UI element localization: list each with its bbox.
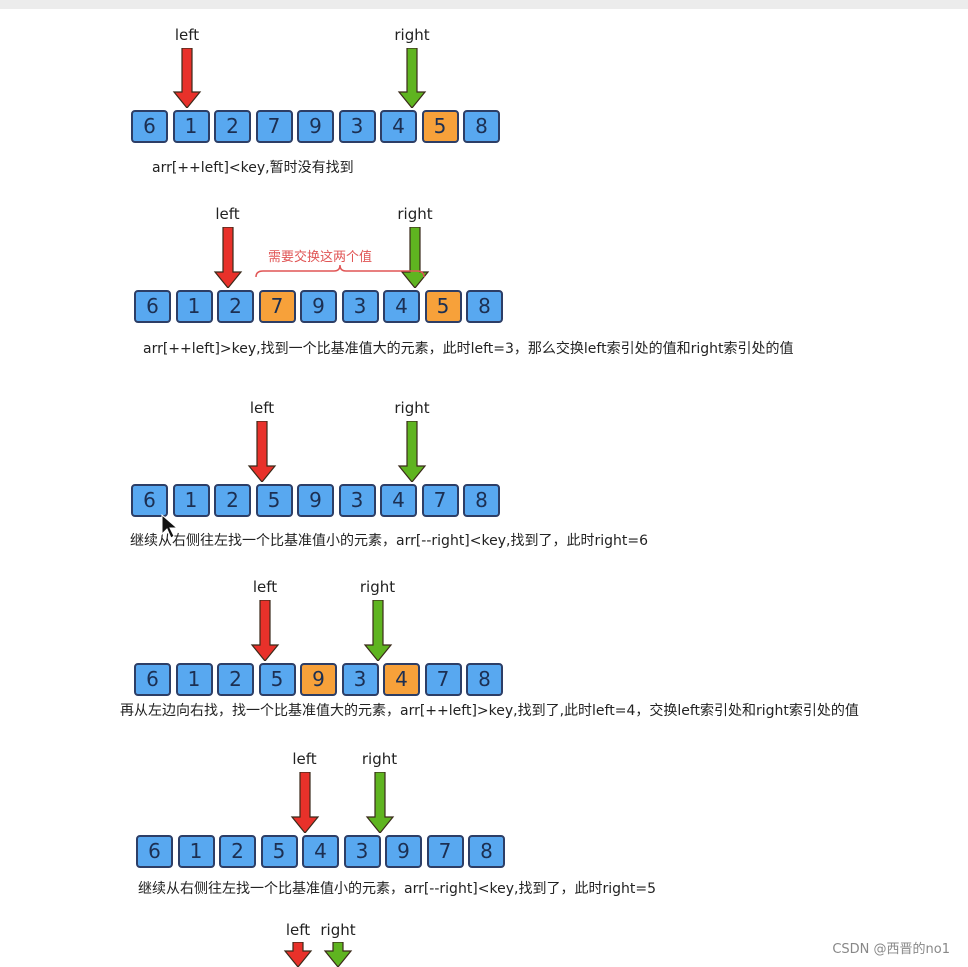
left-pointer-label: left — [215, 205, 240, 223]
swap-note: 需要交换这两个值 — [268, 250, 373, 265]
right-pointer-label: right — [394, 26, 430, 44]
array-cell: 3 — [341, 290, 379, 323]
array-cell: 3 — [341, 663, 379, 696]
right-pointer-arrow — [323, 942, 353, 967]
array-cell: 9 — [297, 484, 334, 517]
right-pointer-label: right — [359, 578, 396, 596]
array-cell: 4 — [302, 835, 339, 868]
array-cell: 3 — [338, 484, 376, 517]
top-bar — [0, 0, 968, 9]
array-cell: 7 — [255, 110, 293, 143]
right-pointer-arrow — [397, 48, 427, 108]
array-cell: 9 — [300, 663, 337, 696]
csdn-watermark: CSDN @西晋的no1 — [832, 942, 950, 957]
array-cell: 9 — [385, 835, 422, 868]
left-pointer-label: left — [292, 750, 317, 768]
right-pointer-arrow — [397, 421, 427, 482]
array-cell: 7 — [421, 484, 459, 517]
step-caption: 继续从右侧往左找一个比基准值小的元素，arr[--right]<key,找到了，… — [138, 881, 656, 897]
array-cell: 2 — [217, 290, 254, 323]
array-cell: 2 — [219, 835, 256, 868]
left-pointer-arrow — [290, 772, 319, 833]
array-cell: 2 — [214, 110, 251, 143]
array-cell: 3 — [338, 110, 376, 143]
array-cell: 8 — [468, 835, 505, 868]
array-cell: 1 — [175, 663, 213, 696]
mouse-cursor-icon — [161, 514, 179, 539]
array-cell: 4 — [380, 484, 417, 517]
array-cell: 5 — [260, 835, 298, 868]
array-cell: 5 — [421, 110, 459, 143]
step-caption: arr[++left]<key,暂时没有找到 — [152, 160, 354, 176]
swap-brace — [255, 264, 425, 278]
left-pointer-arrow — [250, 600, 280, 661]
left-pointer-label: left — [285, 921, 311, 939]
array-cell: 8 — [463, 484, 500, 517]
right-pointer-label: right — [397, 205, 433, 223]
array-cell: 9 — [300, 290, 337, 323]
array-cell: 5 — [255, 484, 293, 517]
right-pointer-label: right — [361, 750, 398, 768]
array-cell: 7 — [424, 663, 462, 696]
right-pointer-arrow — [363, 600, 392, 661]
array-cell: 1 — [172, 110, 210, 143]
left-pointer-arrow — [283, 942, 313, 967]
array-cell: 3 — [343, 835, 381, 868]
array-cell: 8 — [466, 663, 503, 696]
array-cell: 8 — [466, 290, 503, 323]
array-cell: 6 — [131, 110, 168, 143]
array-cell: 7 — [258, 290, 296, 323]
array-cell: 6 — [134, 290, 171, 323]
right-pointer-label: right — [320, 921, 356, 939]
left-pointer-label: left — [252, 578, 278, 596]
left-pointer-label: left — [249, 399, 275, 417]
step-caption: arr[++left]>key,找到一个比基准值大的元素，此时left=3，那么… — [143, 341, 794, 357]
array-cell: 6 — [136, 835, 173, 868]
array-cell: 5 — [424, 290, 462, 323]
right-pointer-arrow — [365, 772, 394, 833]
array-cell: 6 — [131, 484, 168, 517]
array-cell: 7 — [426, 835, 464, 868]
array-cell: 4 — [383, 663, 420, 696]
right-pointer-label: right — [394, 399, 430, 417]
array-cell: 1 — [172, 484, 210, 517]
right-pointer-arrow — [400, 227, 430, 288]
array-cell: 4 — [380, 110, 417, 143]
array-cell: 2 — [217, 663, 254, 696]
array-cell: 8 — [463, 110, 500, 143]
left-pointer-label: left — [174, 26, 200, 44]
left-pointer-arrow — [247, 421, 277, 482]
array-cell: 2 — [214, 484, 251, 517]
array-cell: 1 — [175, 290, 213, 323]
left-pointer-arrow — [213, 227, 242, 288]
array-cell: 1 — [177, 835, 215, 868]
array-cell: 6 — [134, 663, 171, 696]
array-cell: 5 — [258, 663, 296, 696]
left-pointer-arrow — [172, 48, 202, 108]
array-cell: 9 — [297, 110, 334, 143]
array-cell: 4 — [383, 290, 420, 323]
step-caption: 再从左边向右找，找一个比基准值大的元素，arr[++left]>key,找到了,… — [120, 703, 859, 719]
step-caption: 继续从右侧往左找一个比基准值小的元素，arr[--right]<key,找到了，… — [130, 533, 648, 549]
